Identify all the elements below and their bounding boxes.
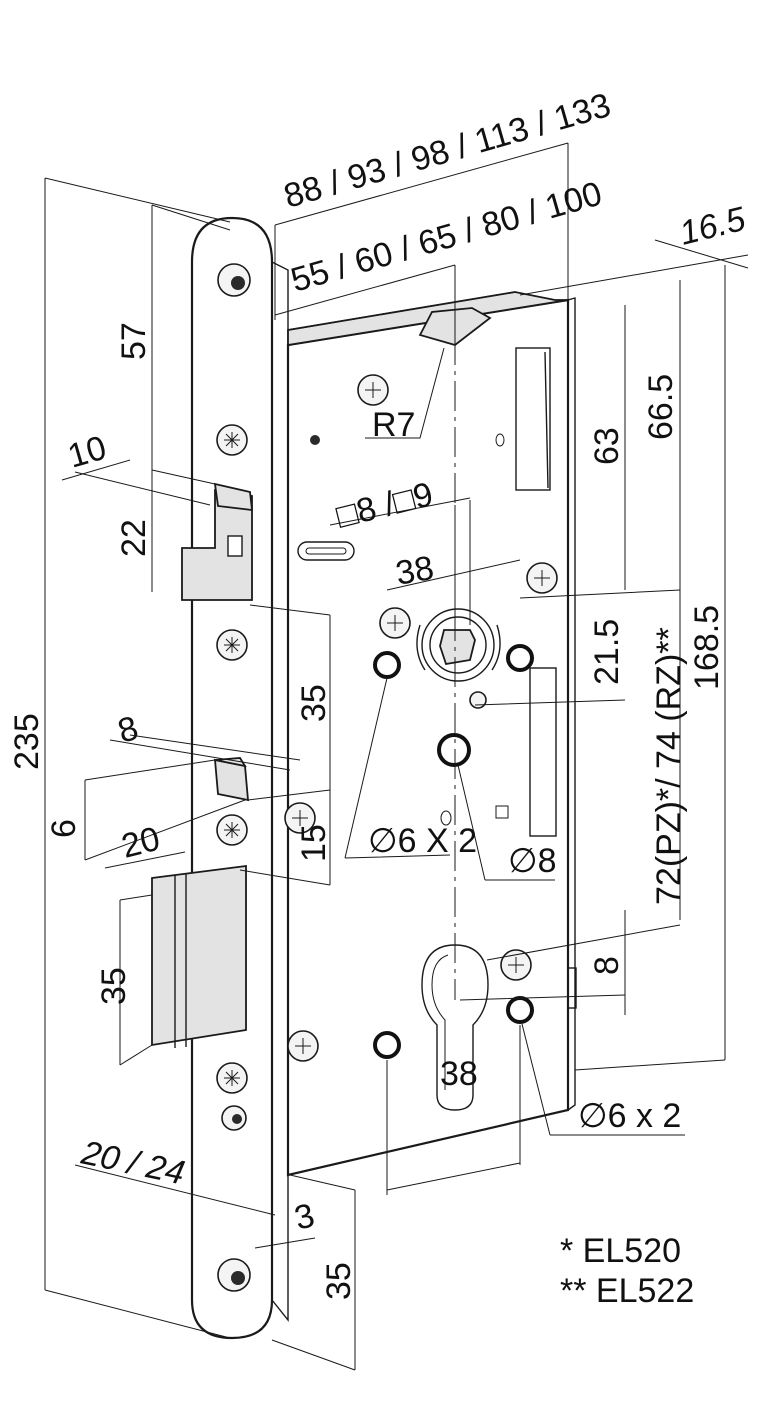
dim-top-to-follower: 63 (588, 427, 626, 465)
auxiliary-latch (213, 757, 250, 802)
legend: * EL520 ** EL522 (560, 1232, 694, 1310)
case-details (284, 335, 558, 1111)
dim-top-to-follower-outer: 66.5 (642, 374, 680, 440)
latch-bolt (181, 482, 254, 601)
follower-fixing-hole-left (373, 651, 401, 679)
center-hole (437, 733, 471, 767)
dim-overall-height: 235 (8, 713, 46, 770)
dim-latch-to-aux: 35 (295, 684, 333, 722)
deadbolt (151, 864, 247, 1048)
dim-radius: R7 (372, 406, 415, 444)
cylinder-hole-left (373, 1031, 401, 1059)
dim-faceplate-thickness: 16.5 (676, 200, 749, 253)
dim-bottom: 35 (320, 1262, 358, 1300)
dim-latch-height: 22 (115, 519, 153, 557)
dim-deadbolt-projection: 20 (118, 820, 164, 866)
dim-faceplate-width: 20 / 24 (77, 1133, 188, 1192)
follower-hub (421, 608, 495, 682)
lock-case (286, 291, 577, 1177)
dim-cylinder-hole-spacing: 38 (440, 1055, 478, 1093)
dim-latch-projection: 10 (64, 429, 111, 476)
dim-pz-rz: 72(PZ)*/ 74 (RZ)** (650, 627, 688, 905)
dim-hole-8: ∅8 (508, 842, 557, 880)
dim-top-to-latch: 57 (115, 322, 153, 360)
dim-follower-hole-spacing: 38 (393, 549, 437, 593)
dimension-lines (44, 142, 749, 1371)
cylinder-cutout (421, 944, 489, 1111)
dim-aux-to-deadbolt: 15 (295, 824, 333, 862)
legend-note-el522: ** EL522 (560, 1272, 694, 1310)
legend-note-el520: * EL520 (560, 1232, 681, 1270)
faceplate-screws (216, 424, 248, 1094)
dim-cylinder-offset: 8 (588, 956, 626, 975)
dim-deadbolt-height: 35 (95, 967, 133, 1005)
dim-aux-height: 6 (45, 819, 83, 838)
dim-faceplate-step: 3 (291, 1196, 319, 1237)
dim-aux-projection: 8 (114, 709, 143, 751)
follower-fixing-hole-right (506, 644, 534, 672)
dim-hole-6x2-lower: ∅6 x 2 (578, 1097, 681, 1135)
dim-case-height: 168.5 (688, 605, 726, 690)
dim-hole-6x2-upper: ∅6 X 2 (368, 822, 477, 860)
dim-follower-offset: 21.5 (588, 619, 626, 685)
